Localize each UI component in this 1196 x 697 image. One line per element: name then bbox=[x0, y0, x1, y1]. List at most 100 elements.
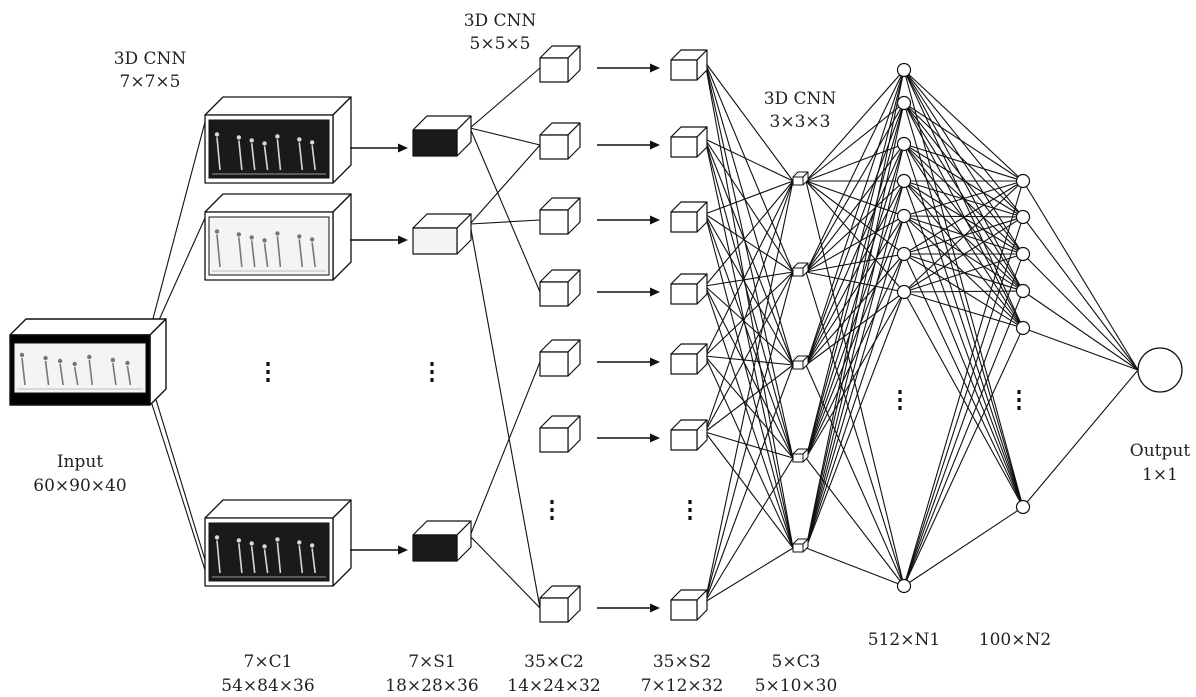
c1-name: 7×C1 bbox=[244, 652, 293, 672]
n1-neuron-3 bbox=[898, 138, 911, 151]
arrow-head bbox=[398, 144, 408, 153]
cuboid-front bbox=[793, 268, 803, 276]
c2-dims: 14×24×32 bbox=[507, 676, 600, 696]
s1-to-c2-line-4 bbox=[470, 145, 540, 224]
n2-to-output-line bbox=[1023, 181, 1138, 370]
ellipsis-dot bbox=[266, 370, 269, 374]
n1-neuron-6 bbox=[898, 248, 911, 261]
n1-neuron-5 bbox=[898, 210, 911, 223]
s2-to-c3-line bbox=[705, 139, 793, 181]
frame-figure-head bbox=[58, 359, 62, 363]
c3-to-n1-line bbox=[806, 144, 904, 548]
frame-figure-head bbox=[237, 232, 241, 236]
c2-to-s2-arrow-3 bbox=[597, 216, 660, 225]
ellipsis-dot bbox=[688, 508, 691, 512]
arrow-head bbox=[650, 358, 660, 367]
s2-to-c3-line bbox=[705, 272, 793, 602]
s1-to-c2-line-1 bbox=[470, 68, 540, 128]
s1-name: 7×S1 bbox=[408, 652, 456, 672]
arrow-head bbox=[650, 216, 660, 225]
frame-figure-head bbox=[297, 137, 301, 141]
c2-to-s2-arrow-1 bbox=[597, 64, 660, 73]
s2-to-c3-line bbox=[705, 365, 793, 602]
s2-to-c3-line bbox=[705, 356, 793, 548]
cuboid-front bbox=[671, 600, 697, 620]
s1-pool-map-2 bbox=[413, 214, 471, 254]
c1-to-s1-arrow-1 bbox=[350, 144, 408, 153]
c3-to-n1-line bbox=[806, 181, 904, 272]
frame-figure-head bbox=[262, 141, 266, 145]
arrow-head bbox=[650, 141, 660, 150]
n2-neuron-6 bbox=[1017, 501, 1030, 514]
frame-figure-head bbox=[310, 543, 314, 547]
input-to-c1-line-3 bbox=[150, 398, 205, 570]
n2-neuron-5 bbox=[1017, 322, 1030, 335]
c2-feature-map-5 bbox=[540, 340, 580, 376]
c2-feature-map-6 bbox=[540, 416, 580, 452]
ellipsis-dot bbox=[688, 500, 691, 504]
output-neuron bbox=[1138, 348, 1182, 392]
output-dims: 1×1 bbox=[1142, 465, 1178, 485]
ellipsis-dot bbox=[898, 390, 901, 394]
n1-to-n2-line bbox=[904, 103, 1023, 328]
cuboid-front bbox=[671, 284, 697, 304]
n1-to-n2-line bbox=[904, 103, 1023, 181]
ellipsis-dot bbox=[266, 362, 269, 366]
s2-pool-map-2 bbox=[671, 127, 707, 157]
ellipsis-dot bbox=[1017, 406, 1020, 410]
neurons bbox=[898, 64, 1183, 593]
ellipsis-dot bbox=[550, 516, 553, 520]
cuboid-front bbox=[540, 282, 568, 306]
n1-to-n2-line bbox=[904, 181, 1023, 586]
arrow-head bbox=[650, 64, 660, 73]
cuboid-front bbox=[540, 210, 568, 234]
n1-neuron-8 bbox=[898, 580, 911, 593]
s2-pool-map-1 bbox=[671, 50, 707, 80]
c1-to-s1-arrow-3 bbox=[350, 546, 408, 555]
frame-figure-head bbox=[250, 541, 254, 545]
s2-to-c3-line bbox=[705, 214, 793, 548]
c2-feature-map-4 bbox=[540, 270, 580, 306]
cuboid-front bbox=[671, 60, 697, 80]
c3-feature-map-1 bbox=[793, 172, 808, 185]
c3-feature-map-2 bbox=[793, 263, 808, 276]
n2-ellipsis bbox=[1017, 390, 1020, 410]
input-to-c1-line-1 bbox=[150, 122, 205, 330]
input-dims: 60×90×40 bbox=[33, 476, 126, 496]
frame-figure-head bbox=[87, 355, 91, 359]
c3-to-n1-line bbox=[806, 181, 904, 216]
c2-to-s2-arrow-7 bbox=[597, 604, 660, 613]
c2-name: 35×C2 bbox=[524, 652, 584, 672]
n1-to-n2-line bbox=[904, 291, 1023, 586]
c3-to-n1-line bbox=[806, 292, 904, 548]
s2-pool-map-3 bbox=[671, 202, 707, 232]
cuboid-front bbox=[413, 228, 457, 254]
c1-frame-1 bbox=[209, 120, 329, 178]
frame-figure-head bbox=[275, 231, 279, 235]
s2-to-c3-line bbox=[705, 272, 793, 432]
s1-to-c2-line-3 bbox=[470, 128, 540, 292]
cuboid-top bbox=[10, 319, 166, 335]
ellipsis-dot bbox=[898, 406, 901, 410]
frame-figure-head bbox=[73, 362, 77, 366]
c3-dims: 5×10×30 bbox=[755, 676, 838, 696]
c2-feature-map-7 bbox=[540, 586, 580, 622]
frame-figure-head bbox=[250, 138, 254, 142]
n1-neuron-4 bbox=[898, 175, 911, 188]
c2-feature-map-3 bbox=[540, 198, 580, 234]
cuboid-front bbox=[413, 130, 457, 156]
c1-frame-2 bbox=[209, 217, 329, 275]
s2-pool-map-7 bbox=[671, 590, 707, 620]
cuboid-front bbox=[671, 137, 697, 157]
n1-name: 512×N1 bbox=[868, 630, 940, 650]
conv3-kernel-size: 3×3×3 bbox=[770, 112, 831, 132]
frame-figure-head bbox=[310, 237, 314, 241]
frame-figure-head bbox=[275, 537, 279, 541]
c3-feature-map-5 bbox=[793, 539, 808, 552]
cuboid-front bbox=[540, 598, 568, 622]
ellipsis-dot bbox=[1017, 398, 1020, 402]
s1-to-c2-line-5 bbox=[470, 220, 540, 224]
n2-neuron-2 bbox=[1017, 211, 1030, 224]
n1-ellipsis bbox=[898, 390, 901, 410]
